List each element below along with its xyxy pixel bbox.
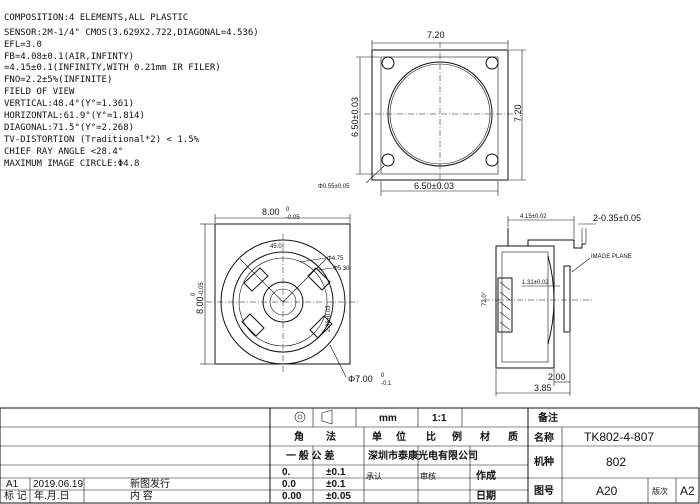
side-ir-filter: [563, 265, 571, 333]
top-inner-width-label: 6.50±0.03: [414, 181, 454, 191]
side-thread: [497, 277, 513, 333]
review-label: 审核: [420, 471, 436, 481]
top-width-label: 7.20: [427, 30, 445, 40]
tol-precision: 0.0: [282, 479, 296, 490]
side-body-inner: [501, 251, 549, 363]
top-inner-height-label: 6.50±0.03: [350, 97, 360, 137]
thread-tab: [307, 267, 331, 291]
tol-value: ±0.05: [326, 491, 351, 502]
corner-hole: [381, 153, 395, 167]
unit-value: mm: [379, 413, 397, 424]
spec-line: FB=4.08±0.1(AIR,INFINTY): [4, 52, 134, 62]
front-height-label: 8.00: [195, 296, 205, 314]
corner-hole: [381, 56, 395, 70]
header-angle: 角: [294, 430, 304, 443]
top-view-inner-square: [380, 56, 499, 175]
header-example: 例: [452, 430, 462, 443]
top-height-label: 7.20: [513, 104, 523, 122]
thread-tab: [243, 267, 269, 292]
spec-line: EFL=3.0: [4, 40, 42, 50]
spec-line: HORIZONTAL:61.9°(Y°=1.814): [4, 111, 145, 121]
corner-hole: [485, 153, 499, 167]
spec-line: FIELD OF VIEW: [4, 87, 75, 97]
col-date-header: 年.月.日: [34, 489, 70, 502]
projection-symbol: [297, 414, 303, 420]
side-body: [495, 245, 555, 369]
version-value: A2: [680, 484, 695, 498]
revision-date: 2019.06.19: [33, 479, 83, 490]
side-top-length-label: 4.15±0.02: [520, 214, 547, 220]
side-pins-label: 2-0.35±0.05: [593, 213, 641, 223]
tol-precision: 0.00: [282, 491, 302, 502]
front-d-bottom-label: Φ7.00: [348, 374, 373, 384]
side-dim-200: 2.00: [548, 372, 566, 382]
general-tolerance: 一 般 公 差: [286, 449, 334, 462]
revision-content: 新图发行: [130, 477, 170, 490]
type-label: 机种: [534, 455, 554, 468]
spec-line: CHIEF RAY ANGLE <28.4°: [4, 147, 123, 157]
type-value: 802: [606, 455, 626, 469]
projection-cone: [321, 409, 333, 425]
front-height-tol-upper: 0: [191, 292, 197, 296]
front-height-tol-lower: -0.05: [199, 282, 205, 296]
header-unit: 单: [372, 430, 382, 443]
revision-mark: A1: [6, 479, 19, 490]
side-dim-385: 3.85: [534, 383, 552, 393]
col-mark-header: 标 记: [4, 490, 27, 502]
drawing-number: A20: [596, 484, 618, 498]
date-label: 日期: [476, 489, 496, 502]
front-d-mid-label: Φ5.30: [333, 266, 350, 272]
front-d-bottom-tol-upper: 0: [381, 373, 385, 379]
spec-line: VERTICAL:48.4°(Y°=1.361): [4, 99, 134, 109]
tol-value: ±0.1: [326, 479, 346, 490]
header-ratio: 比: [426, 430, 436, 443]
projection-symbol: [294, 411, 306, 423]
title-block: A1 2019.06.19 新图发行 标 记 年.月.日 内 容 mm 1:1 …: [0, 407, 700, 504]
front-angle-label: 45.0°: [270, 244, 285, 250]
approve-label: 承认: [366, 471, 382, 481]
hole-callout: Φ0.55±0.05: [318, 184, 350, 190]
spec-line: COMPOSITION:4 ELEMENTS,ALL PLASTIC: [4, 13, 188, 23]
header-method: 法: [326, 430, 336, 443]
spec-line: SENSOR:2M-1/4" CMOS(3.629X2.722,DIAGONAL…: [4, 28, 259, 38]
front-width-label: 8.00: [262, 207, 280, 217]
spec-line: DIAGONAL:71.5°(Y°=2.268): [4, 123, 134, 133]
version-label: 版次: [652, 486, 668, 496]
front-d-bottom-tol-lower: -0.1: [381, 381, 392, 387]
tol-precision: 0.: [282, 467, 291, 478]
remark-label: 备注: [537, 411, 558, 424]
spec-line: FNO=2.2±5%(INFINITE): [4, 75, 112, 85]
side-view: 1.31±0.02 72.0° IMAGE PLANE 4.15±0.02 2-…: [482, 213, 641, 396]
spec-line: MAXIMUM IMAGE CIRCLE:Φ4.8: [4, 159, 139, 169]
side-dia-label: 1.31±0.02: [522, 280, 549, 286]
thread-tab: [241, 313, 265, 337]
front-width-tol-upper: 0: [286, 207, 290, 213]
name-label: 名称: [534, 431, 554, 444]
scale-value: 1:1: [432, 413, 447, 424]
col-content-header: 内 容: [130, 489, 153, 502]
header-quality: 质: [508, 430, 518, 443]
side-thread-hatch: [499, 281, 511, 331]
spec-line: TV-DISTORTION (Traditional*2) < 1.5%: [4, 135, 200, 145]
corner-hole: [485, 56, 499, 70]
top-view: 7.20 7.20 6.50±0.03 6.50±0.03 Φ0.55±0.05: [318, 30, 526, 196]
front-width-tol-lower: -0.05: [286, 215, 300, 221]
header-material: 材: [480, 430, 490, 443]
front-view: 45.0° 8.00 0 -0.05 8.00 0 -0.05 Φ4.75 Φ5…: [191, 207, 392, 387]
company-name: 深圳市泰康光电有限公司: [368, 449, 478, 462]
tol-value: ±0.1: [326, 467, 346, 478]
spec-list: COMPOSITION:4 ELEMENTS,ALL PLASTIC SENSO…: [4, 13, 259, 169]
part-number: TK802-4-807: [584, 430, 654, 444]
header-position: 位: [396, 430, 406, 443]
side-angle-label: 72.0°: [482, 291, 488, 306]
front-inner-label: 2.86±0.03: [326, 305, 332, 332]
spec-line: =4.15±0.1(INFINITY,WITH 0.21mm IR FILER): [4, 63, 221, 73]
image-plane-label: IMAGE PLANE: [591, 254, 632, 260]
thread-tab: [309, 315, 333, 339]
drawing-no-label: 图号: [534, 485, 554, 497]
front-d-small-label: Φ4.75: [327, 256, 344, 262]
make-label: 作成: [476, 469, 496, 482]
